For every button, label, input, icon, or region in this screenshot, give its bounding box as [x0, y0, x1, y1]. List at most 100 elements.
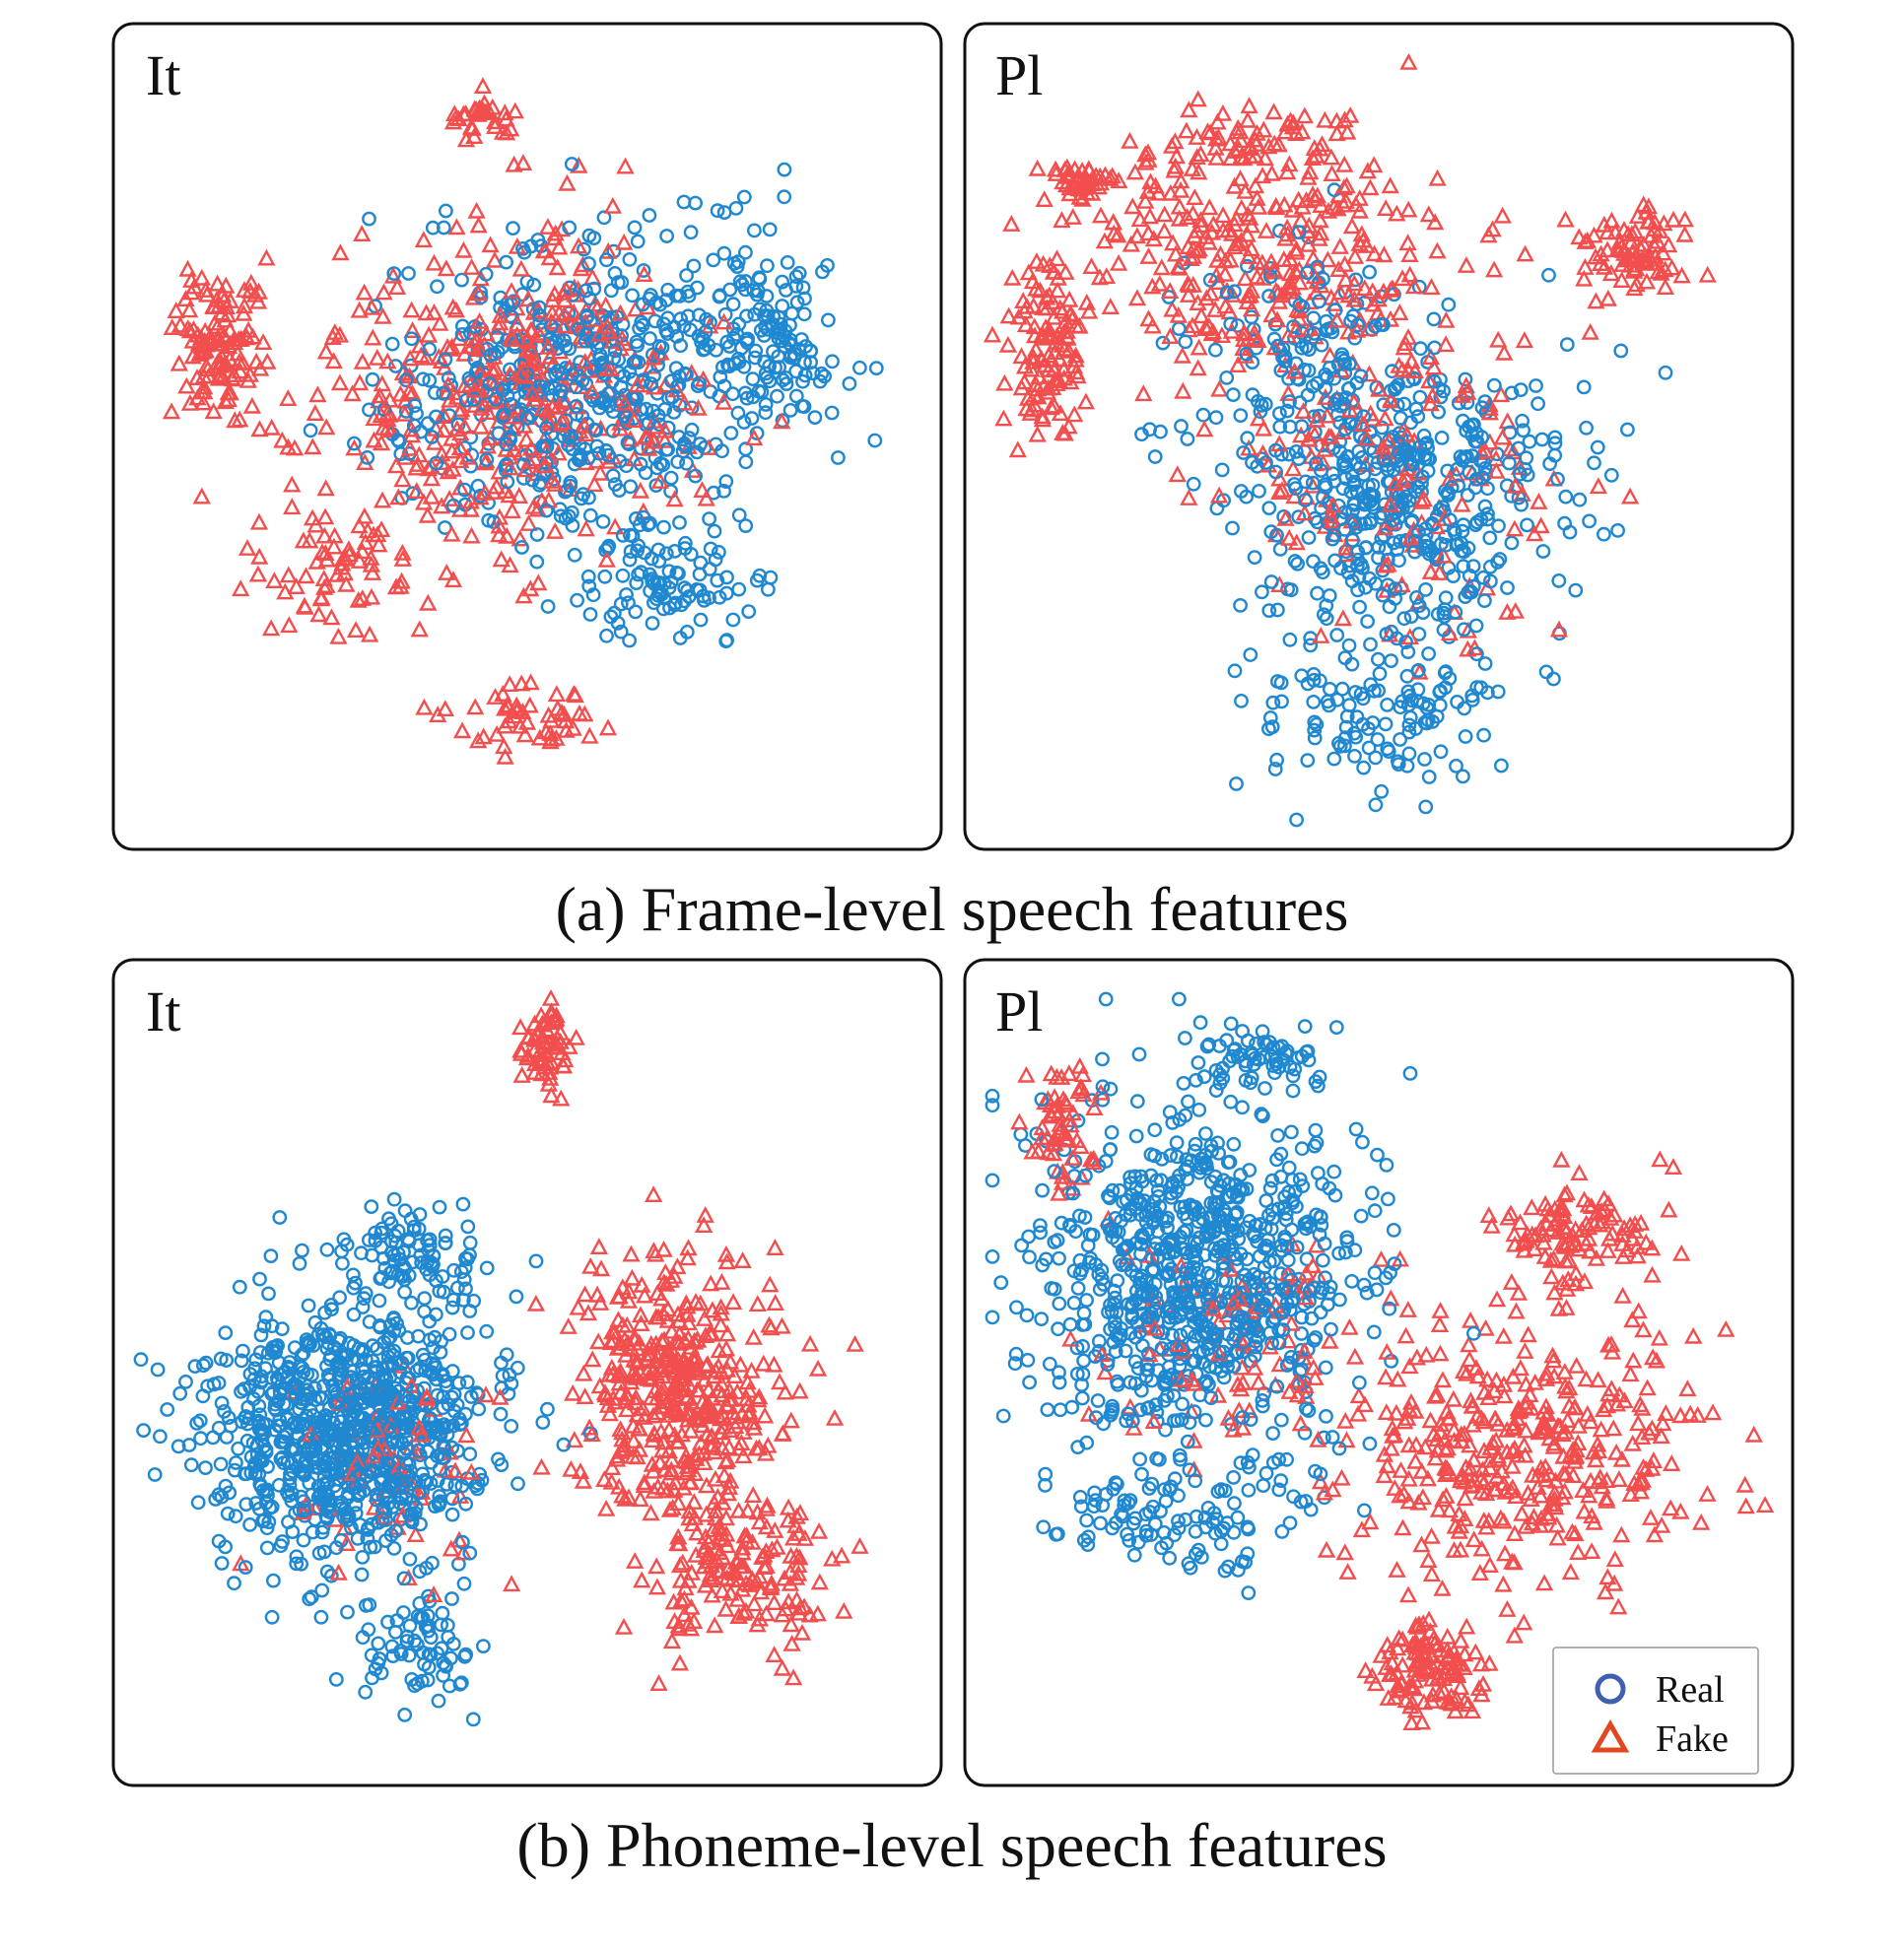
fake-point — [356, 453, 374, 470]
fake-point — [545, 522, 565, 539]
fake-point — [517, 460, 536, 478]
real-point — [677, 580, 693, 596]
fake-point — [693, 481, 712, 498]
fake-point — [418, 505, 437, 523]
real-point — [779, 283, 793, 298]
real-point — [605, 468, 621, 484]
fake-point — [536, 427, 556, 444]
fake-point — [470, 340, 489, 357]
real-point — [758, 397, 774, 412]
real-point — [360, 449, 375, 465]
fake-point — [491, 305, 510, 323]
fake-point — [454, 240, 473, 258]
fake-point — [371, 386, 389, 404]
fake-point — [365, 431, 383, 448]
real-point — [596, 210, 612, 226]
fake-point — [570, 156, 588, 173]
real-point — [716, 378, 732, 394]
fake-point — [590, 463, 610, 481]
fake-point — [419, 593, 438, 611]
fake-point — [548, 699, 568, 716]
real-point — [718, 474, 734, 489]
real-point — [607, 343, 623, 359]
real-point — [603, 609, 619, 625]
fake-point — [410, 620, 429, 638]
real-point — [777, 162, 792, 177]
fake-point — [538, 218, 558, 235]
real-point — [661, 564, 677, 579]
fake-point — [472, 398, 491, 416]
fake-point — [373, 374, 391, 392]
real-point — [868, 361, 884, 375]
fake-point — [541, 347, 560, 365]
fake-point — [635, 265, 653, 282]
fake-point — [496, 747, 514, 765]
real-point — [641, 415, 656, 431]
fake-point — [512, 674, 531, 692]
fake-point — [167, 302, 185, 318]
real-point — [615, 568, 631, 583]
real-point — [664, 389, 680, 405]
fake-point — [450, 451, 470, 469]
fake-point — [675, 393, 694, 411]
fake-point — [520, 696, 539, 713]
fake-point — [330, 325, 350, 343]
fake-point — [580, 726, 599, 744]
fake-point — [535, 455, 554, 473]
real-point — [603, 283, 619, 299]
fake-point — [170, 354, 188, 371]
fake-point — [473, 77, 493, 95]
fake-point — [539, 706, 558, 723]
real-point — [625, 528, 641, 544]
fake-point — [437, 259, 456, 277]
fake-point — [434, 405, 453, 423]
real-point — [586, 281, 602, 297]
fake-point — [364, 328, 382, 346]
real-point — [569, 363, 583, 378]
real-point — [690, 378, 706, 393]
panel-a-pl-label: Pl — [995, 43, 1043, 107]
real-point — [699, 311, 714, 327]
real-point — [734, 277, 750, 293]
real-point — [693, 437, 708, 451]
fake-point — [407, 482, 426, 499]
real-point — [365, 371, 380, 387]
fake-point — [422, 457, 442, 475]
real-point — [564, 157, 579, 171]
fake-point — [192, 487, 211, 505]
fake-point — [400, 438, 420, 456]
real-point — [530, 233, 546, 247]
fake-point — [422, 469, 442, 487]
real-point — [388, 359, 403, 373]
real-point — [771, 322, 786, 338]
real-point — [595, 514, 611, 529]
fake-point — [452, 400, 471, 417]
fake-point — [522, 321, 541, 338]
real-point — [760, 258, 775, 274]
fake-point — [402, 301, 421, 318]
fake-point — [506, 101, 524, 119]
fake-point — [279, 389, 298, 406]
fake-point — [492, 550, 510, 568]
real-point — [457, 482, 472, 498]
fake-point — [194, 393, 213, 411]
fake-point — [518, 290, 538, 307]
panel-a-it: It — [111, 22, 943, 851]
real-point — [539, 503, 554, 518]
fake-point — [280, 616, 299, 634]
fake-point — [363, 298, 381, 315]
panel-b-it-frame — [111, 958, 943, 1787]
fake-point — [195, 334, 214, 352]
fake-point — [399, 382, 418, 400]
real-point — [673, 338, 688, 354]
fake-point — [297, 567, 315, 584]
fake-point — [190, 345, 209, 362]
real-point — [803, 355, 818, 370]
fake-point — [250, 547, 269, 565]
fake-point — [486, 112, 505, 130]
fake-point — [317, 576, 336, 593]
fake-point — [556, 711, 576, 729]
fake-point — [467, 201, 486, 219]
real-point — [683, 225, 699, 240]
real-point — [607, 477, 623, 492]
